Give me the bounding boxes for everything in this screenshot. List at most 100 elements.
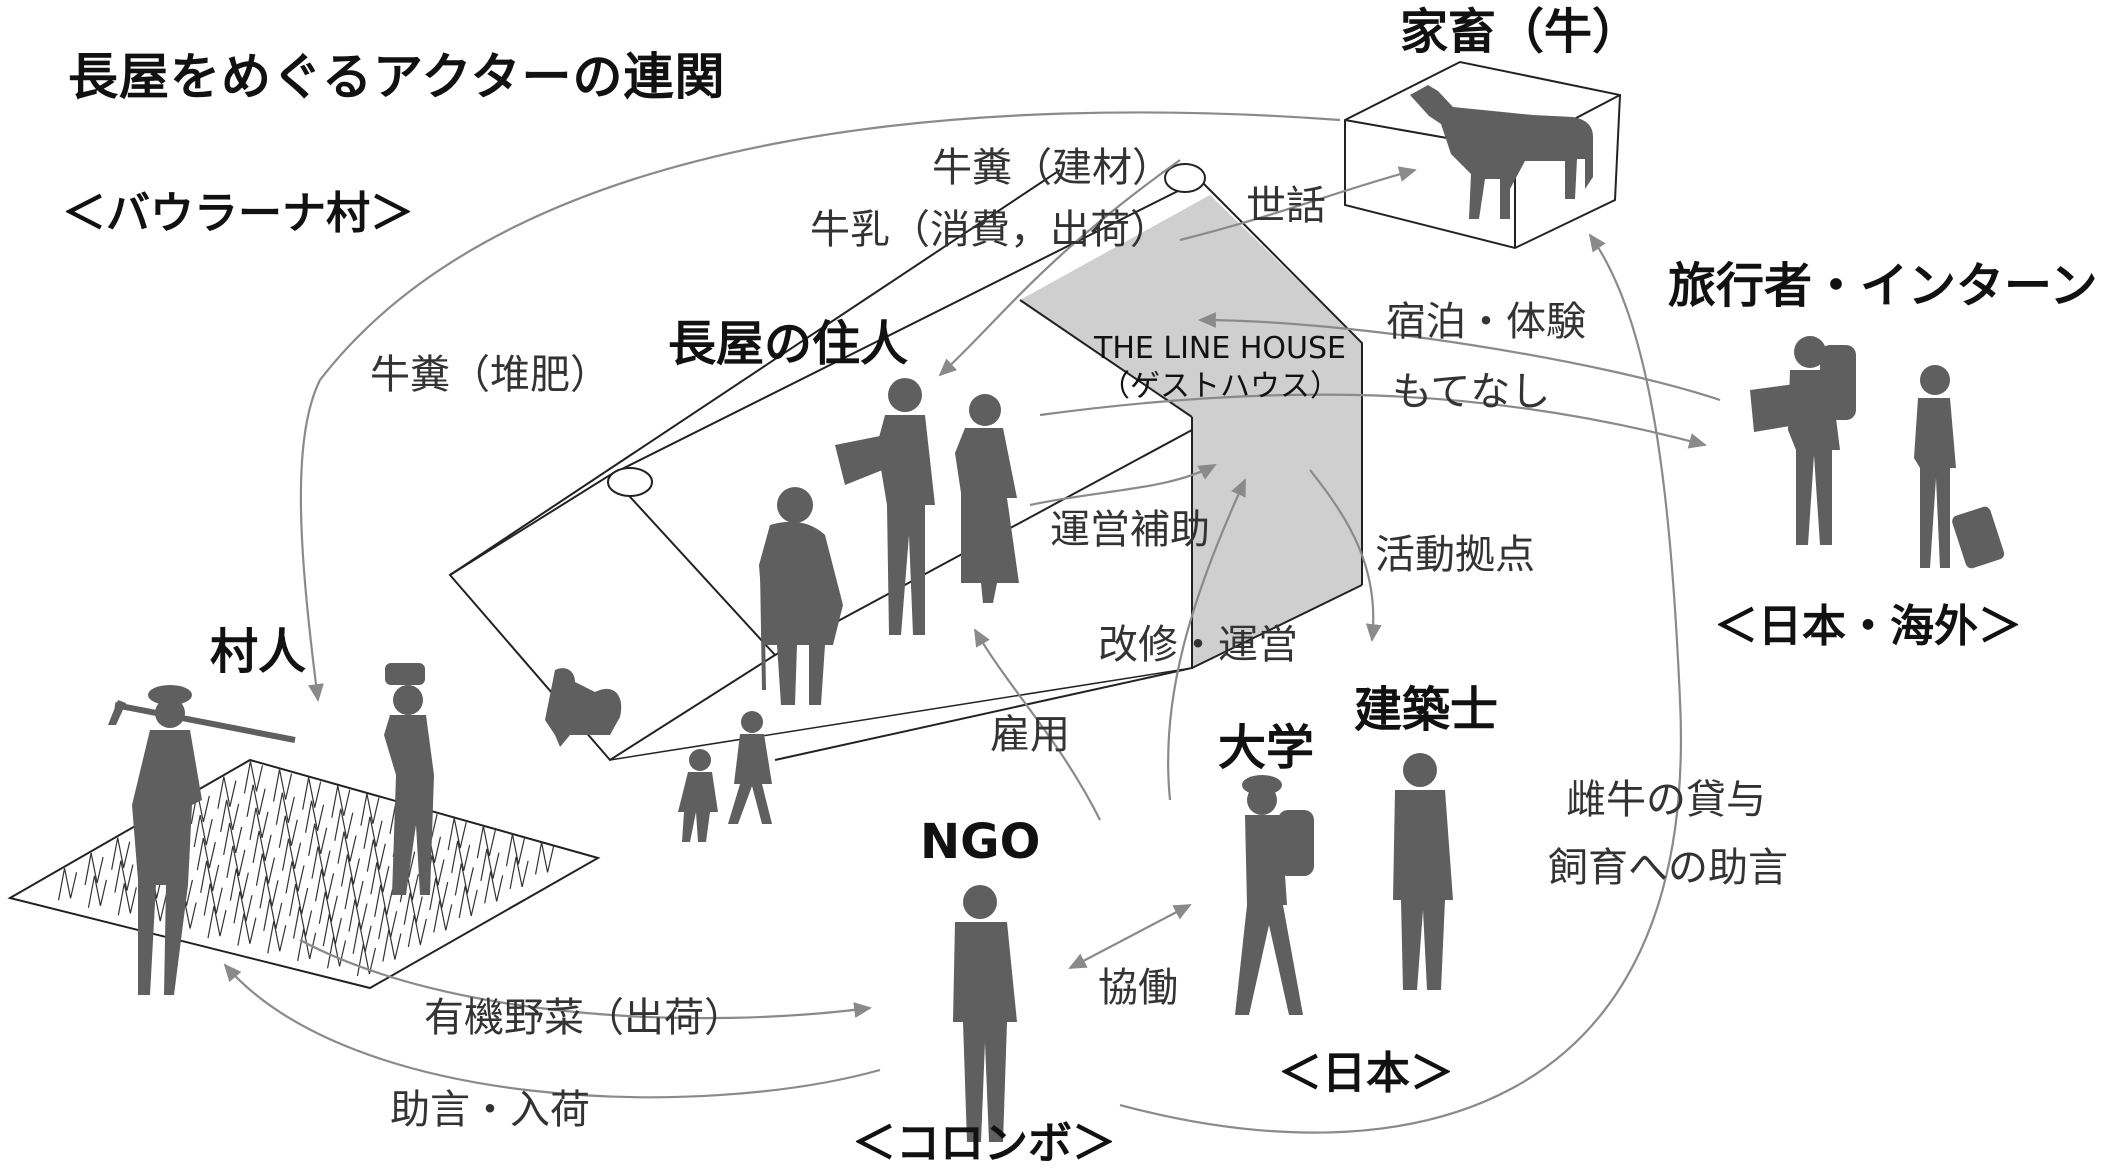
actor-architect: 建築士 [1354, 682, 1499, 738]
rice-plant [200, 860, 220, 893]
rice-plant [220, 799, 240, 832]
rooster-silhouette [545, 668, 622, 747]
rice-plant [267, 921, 287, 954]
rice-plant [226, 845, 246, 878]
rice-plant [252, 830, 272, 863]
traveler-backpacker-silhouette [1750, 336, 1856, 545]
ngo-person-silhouette [953, 885, 1017, 1142]
relation-organic-vegetables: 有機野菜（出荷） [424, 995, 744, 1041]
rice-plant [111, 837, 131, 870]
rice-plant [314, 869, 335, 902]
rice-plant [255, 853, 276, 886]
resident-woman-silhouette [955, 394, 1019, 603]
longhouse-building [448, 163, 1363, 762]
region-village: ＜バウラーナ村＞ [62, 188, 414, 239]
relation-collaboration: 協働 [1098, 965, 1178, 1011]
rice-plant [311, 846, 331, 879]
villager-farmer-silhouette [108, 685, 296, 995]
rice-plant [217, 776, 237, 809]
relation-operation-support: 運営補助 [1050, 507, 1210, 553]
rice-plant [263, 898, 283, 931]
rice-plant [382, 929, 402, 962]
rice-plant [407, 914, 427, 948]
rice-plant [337, 831, 357, 864]
rice-plant [334, 808, 354, 841]
rice-plant [302, 777, 322, 810]
rice-plant [243, 761, 264, 794]
region-japan: ＜日本＞ [1278, 1048, 1454, 1099]
rice-field [7, 758, 601, 990]
rice-plant [366, 839, 386, 872]
villager-woman-silhouette [384, 663, 434, 895]
rice-plant [117, 883, 137, 916]
relation-dung-building: 牛糞（建材） [932, 145, 1172, 191]
actor-livestock: 家畜（牛） [1400, 4, 1641, 60]
rice-plant [196, 837, 216, 871]
rice-plant [207, 905, 227, 939]
rice-plant [447, 817, 467, 851]
guesthouse-label: THE LINE HOUSE （ゲストハウス） [1085, 330, 1355, 405]
rice-plant [451, 840, 471, 873]
rice-plant [289, 883, 309, 917]
rice-plant [429, 877, 449, 911]
relation-cow-lending: 雌牛の貸与 [1566, 777, 1766, 823]
rice-plant [203, 883, 223, 916]
rice-plant [233, 891, 253, 924]
rice-plant [229, 868, 249, 901]
actor-university: 大学 [1218, 720, 1315, 776]
rice-plant [356, 943, 377, 977]
relation-milk: 牛乳（消費，出荷） [810, 207, 1170, 253]
relation-dung-compost: 牛糞（堆肥） [370, 352, 610, 398]
rice-plant [114, 860, 134, 893]
rice-plant [249, 807, 269, 840]
rice-plant [223, 822, 243, 856]
rice-plant [322, 914, 342, 947]
relation-breeding-advice: 飼育への助言 [1548, 845, 1788, 891]
rice-plant [352, 921, 372, 954]
rice-plant [84, 852, 104, 886]
people-silhouettes [108, 336, 2005, 1142]
relation-lodging: 宿泊・体験 [1386, 299, 1586, 345]
architect-silhouette [1393, 753, 1453, 990]
relation-arrows [223, 111, 1721, 1134]
rice-plant [308, 823, 328, 856]
rice-plant [454, 863, 474, 896]
rice-plant [509, 856, 529, 889]
relation-hospitality: もてなし [1392, 369, 1551, 415]
rice-plant [360, 793, 380, 826]
resident-elder-silhouette [759, 487, 843, 705]
rice-plant [57, 868, 78, 901]
diagram-title: 長屋をめぐるアクターの連関 [68, 48, 726, 106]
rice-plant [403, 892, 423, 925]
rice-plant [476, 826, 496, 859]
rice-plant [246, 784, 266, 817]
rice-plant [304, 800, 325, 833]
rice-plant [292, 906, 313, 939]
rice-plant [326, 936, 347, 969]
rice-plant [278, 815, 298, 848]
rice-plant [193, 814, 213, 848]
rice-plant [378, 907, 398, 940]
actor-residents: 長屋の住人 [668, 316, 909, 372]
relation-advice-stock: 助言・入荷 [390, 1087, 590, 1133]
relation-activity-base: 活動拠点 [1375, 532, 1535, 578]
relation-care: 世話 [1246, 183, 1326, 229]
rice-plant [534, 842, 555, 875]
rice-plant [505, 834, 526, 867]
rice-plant [484, 871, 504, 904]
rice-plant [190, 791, 210, 825]
guesthouse-name: THE LINE HOUSE [1094, 331, 1346, 366]
relation-renovation: 改修・運営 [1098, 622, 1298, 668]
university-student-silhouette [1235, 775, 1314, 1015]
rice-plant [480, 848, 500, 881]
rice-plant [370, 862, 390, 895]
rice-plant [348, 899, 368, 932]
region-japan-overseas: ＜日本・海外＞ [1714, 601, 2022, 652]
cow-silhouette [1410, 85, 1593, 219]
rice-plant [281, 838, 302, 871]
traveler-suitcase-silhouette [1914, 365, 2005, 569]
rice-plant [331, 785, 351, 818]
rice-plant [275, 792, 295, 825]
